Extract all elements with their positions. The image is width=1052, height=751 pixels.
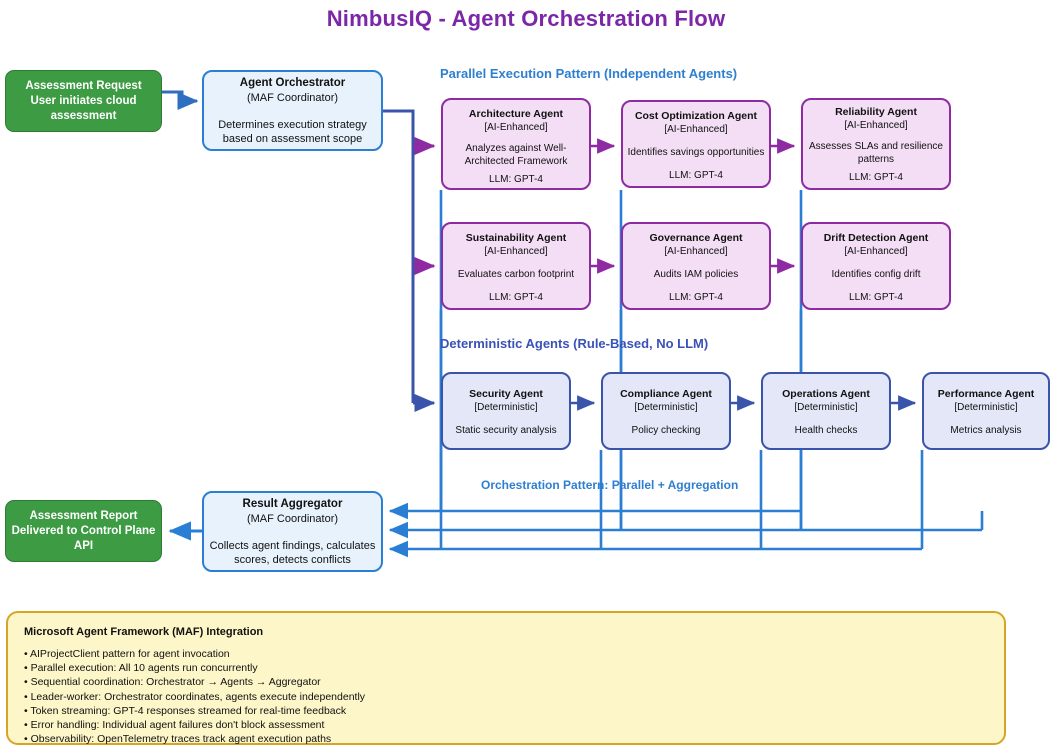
node-assessment-report[interactable]: Assessment Report Delivered to Control P… xyxy=(5,500,162,562)
agent-desc2: patterns xyxy=(857,154,895,165)
node-security-agent[interactable]: Security Agent [Deterministic] Static se… xyxy=(441,372,571,450)
note-line: • Observability: OpenTelemetry traces tr… xyxy=(24,733,332,746)
assessment-report-line2: Delivered to Control Plane xyxy=(11,524,156,537)
agent-name: Performance Agent xyxy=(937,388,1035,400)
orchestrator-title: Agent Orchestrator xyxy=(239,76,346,89)
agent-kind: [Deterministic] xyxy=(794,402,858,413)
agent-llm: LLM: GPT-4 xyxy=(669,292,723,303)
note-line: • Sequential coordination: Orchestrator … xyxy=(24,676,321,689)
assessment-request-line1: Assessment Request xyxy=(25,79,142,92)
agent-desc1: Health checks xyxy=(794,425,858,436)
orchestrator-body2: based on assessment scope xyxy=(222,132,363,145)
orchestrator-subtitle: (MAF Coordinator) xyxy=(246,91,339,104)
agent-kind: [AI-Enhanced] xyxy=(664,124,728,135)
agent-desc1: Assesses SLAs and resilience xyxy=(809,141,943,152)
agent-llm: LLM: GPT-4 xyxy=(489,174,543,185)
agent-kind: [Deterministic] xyxy=(634,402,698,413)
agent-desc1: Metrics analysis xyxy=(950,425,1022,436)
aggregator-body2: scores, detects conflicts xyxy=(234,553,351,566)
node-architecture-agent[interactable]: Architecture Agent [AI-Enhanced] Analyze… xyxy=(441,98,591,190)
node-compliance-agent[interactable]: Compliance Agent [Deterministic] Policy … xyxy=(601,372,731,450)
agent-desc2: Architected Framework xyxy=(464,156,568,167)
agent-kind: [AI-Enhanced] xyxy=(844,120,908,131)
section-orchestration-pattern: Orchestration Pattern: Parallel + Aggreg… xyxy=(481,478,739,492)
agent-desc1: Static security analysis xyxy=(455,425,557,436)
node-reliability-agent[interactable]: Reliability Agent [AI-Enhanced] Assesses… xyxy=(801,98,951,190)
node-assessment-request[interactable]: Assessment Request User initiates cloud … xyxy=(5,70,162,132)
agent-name: Drift Detection Agent xyxy=(823,232,929,244)
agent-desc1: Evaluates carbon footprint xyxy=(457,269,575,280)
agent-llm: LLM: GPT-4 xyxy=(849,172,903,183)
note-line: • Leader-worker: Orchestrator coordinate… xyxy=(24,690,366,703)
node-governance-agent[interactable]: Governance Agent [AI-Enhanced] Audits IA… xyxy=(621,222,771,310)
agent-kind: [Deterministic] xyxy=(954,402,1018,413)
agent-desc1: Audits IAM policies xyxy=(653,269,739,280)
orchestrator-body1: Determines execution strategy xyxy=(218,118,367,131)
note-line: • Error handling: Individual agent failu… xyxy=(24,719,325,732)
node-drift-detection-agent[interactable]: Drift Detection Agent [AI-Enhanced] Iden… xyxy=(801,222,951,310)
agent-llm: LLM: GPT-4 xyxy=(489,292,543,303)
agent-name: Cost Optimization Agent xyxy=(634,110,758,122)
node-cost-optimization-agent[interactable]: Cost Optimization Agent [AI-Enhanced] Id… xyxy=(621,100,771,188)
agent-name: Reliability Agent xyxy=(835,106,917,118)
agent-desc1: Policy checking xyxy=(631,425,701,436)
agent-llm: LLM: GPT-4 xyxy=(849,292,903,303)
edge-orchestrator-fanout xyxy=(383,109,436,412)
agent-kind: [AI-Enhanced] xyxy=(484,122,548,133)
section-deterministic-agents: Deterministic Agents (Rule-Based, No LLM… xyxy=(440,336,709,351)
node-sustainability-agent[interactable]: Sustainability Agent [AI-Enhanced] Evalu… xyxy=(441,222,591,310)
note-line: • AIProjectClient pattern for agent invo… xyxy=(24,648,230,660)
note-line: • Token streaming: GPT-4 responses strea… xyxy=(24,704,347,717)
assessment-request-line3: assessment xyxy=(50,109,117,122)
agent-kind: [AI-Enhanced] xyxy=(844,246,908,257)
aggregator-subtitle: (MAF Coordinator) xyxy=(246,512,339,525)
agent-name: Architecture Agent xyxy=(468,108,564,120)
agent-desc1: Identifies config drift xyxy=(831,269,921,280)
node-result-aggregator[interactable]: Result Aggregator (MAF Coordinator) Coll… xyxy=(202,491,383,572)
node-operations-agent[interactable]: Operations Agent [Deterministic] Health … xyxy=(761,372,891,450)
assessment-request-line2: User initiates cloud xyxy=(30,94,137,107)
agent-name: Compliance Agent xyxy=(620,388,712,400)
node-performance-agent[interactable]: Performance Agent [Deterministic] Metric… xyxy=(922,372,1050,450)
aggregator-title: Result Aggregator xyxy=(242,497,343,510)
agent-name: Security Agent xyxy=(469,388,543,400)
agent-name: Operations Agent xyxy=(782,388,870,400)
agent-llm: LLM: GPT-4 xyxy=(669,170,723,181)
agent-name: Governance Agent xyxy=(649,232,743,244)
aggregator-body1: Collects agent findings, calculates xyxy=(209,539,376,552)
agent-kind: [AI-Enhanced] xyxy=(664,246,728,257)
section-parallel-execution: Parallel Execution Pattern (Independent … xyxy=(440,66,738,81)
assessment-report-line1: Assessment Report xyxy=(29,509,138,522)
agent-kind: [AI-Enhanced] xyxy=(484,246,548,257)
node-agent-orchestrator[interactable]: Agent Orchestrator (MAF Coordinator) Det… xyxy=(202,70,383,151)
agent-name: Sustainability Agent xyxy=(465,232,567,244)
assessment-report-line3: API xyxy=(73,539,94,552)
agent-desc1: Analyzes against Well- xyxy=(465,143,567,154)
maf-integration-note: Microsoft Agent Framework (MAF) Integrat… xyxy=(6,611,1006,745)
page-title: NimbusIQ - Agent Orchestration Flow xyxy=(326,6,726,31)
note-line: • Parallel execution: All 10 agents run … xyxy=(24,662,258,675)
note-title: Microsoft Agent Framework (MAF) Integrat… xyxy=(24,626,264,638)
agent-kind: [Deterministic] xyxy=(474,402,538,413)
edge-start-to-orchestrator xyxy=(162,90,199,110)
agent-desc1: Identifies savings opportunities xyxy=(627,147,765,158)
